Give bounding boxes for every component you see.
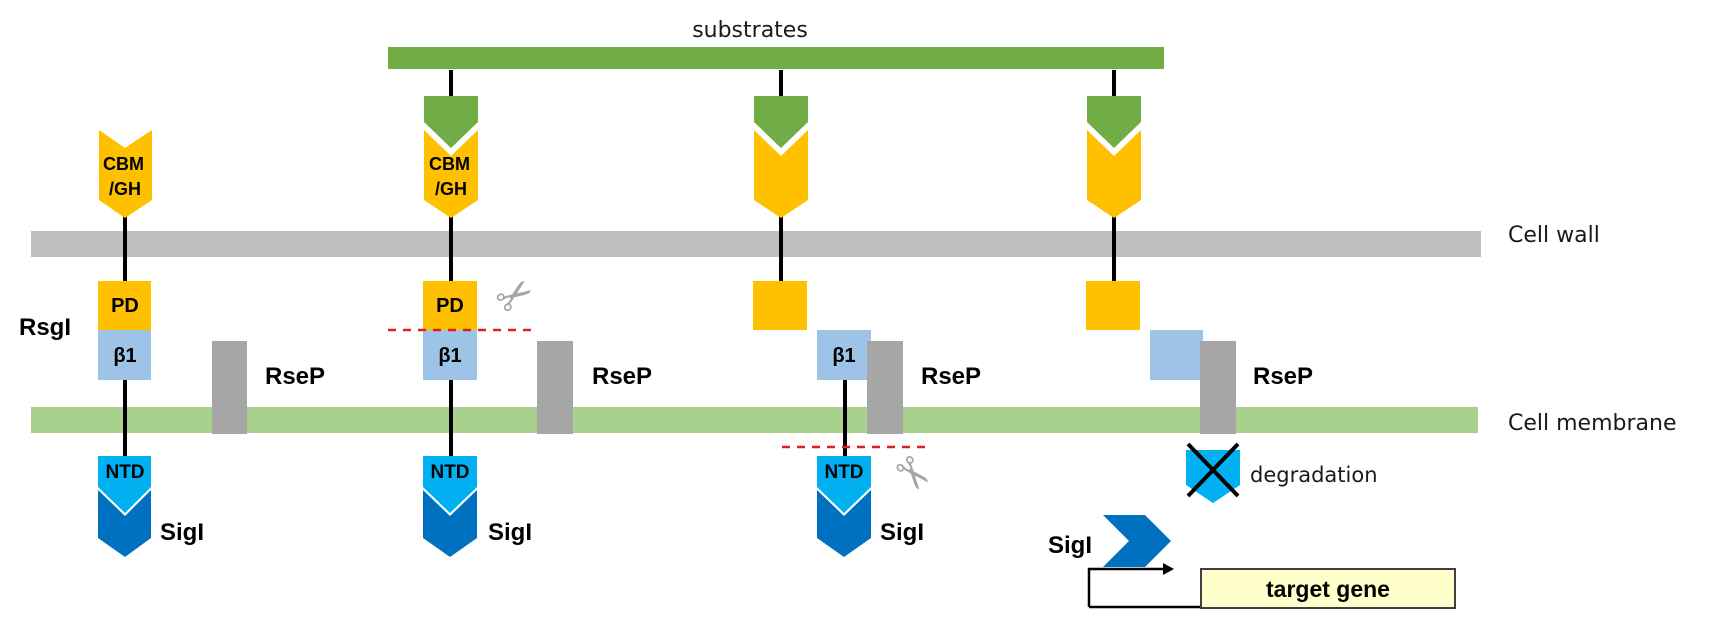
rsep-protease [212, 341, 247, 434]
cbm-gh-domain [99, 130, 152, 218]
degradation-label: degradation [1250, 463, 1378, 487]
ntd-label: NTD [105, 462, 144, 483]
ntd-domain [423, 456, 477, 513]
cbm-label-line2: /GH [435, 179, 467, 199]
sigi-label: SigI [160, 519, 204, 546]
substrates-label: substrates [692, 18, 808, 43]
cbm-label: CBM /GH [103, 154, 149, 199]
beta1-domain [423, 330, 477, 380]
state-site2-cleavage: β1 RseP ✂ NTD SigI [753, 70, 981, 557]
pd-domain [753, 281, 807, 330]
scissors-icon: ✂ [881, 444, 944, 505]
rsep-label: RseP [265, 363, 325, 390]
substrate-bar [388, 47, 1164, 69]
state-substrate-bound: CBM /GH PD β1 ✂ NTD SigI RseP [388, 70, 652, 557]
beta1-domain [98, 330, 151, 380]
rsgi-label: RsgI [19, 314, 71, 341]
rsep-label: RseP [592, 363, 652, 390]
cbm-gh-domain [754, 130, 808, 218]
beta1-domain [817, 330, 871, 380]
pd-label: PD [436, 295, 464, 317]
rsep-protease [537, 341, 573, 434]
rsep-protease [1200, 341, 1236, 434]
sigi-domain [423, 490, 477, 557]
rsep-label: RseP [921, 363, 981, 390]
ntd-domain [98, 456, 151, 513]
substrate-binding-domain [1087, 96, 1141, 148]
promoter-arrowhead [1163, 563, 1174, 575]
rsep-protease [867, 341, 903, 434]
cbm-label-line2: /GH [109, 179, 141, 199]
cbm-label: CBM /GH [429, 154, 475, 199]
ntd-domain [817, 456, 871, 513]
cbm-label-line1: CBM [429, 154, 470, 174]
substrate-binding-domain [424, 96, 478, 148]
cbm-gh-domain [424, 130, 478, 218]
sigi-domain [817, 490, 871, 557]
sigi-label: SigI [488, 519, 532, 546]
cbm-label-line1: CBM [103, 154, 144, 174]
promoter-line [1087, 567, 1166, 607]
degraded-ntd-domain [1186, 450, 1240, 503]
target-gene-label: target gene [1266, 576, 1390, 602]
pd-domain [98, 281, 151, 330]
pd-domain [1086, 281, 1140, 330]
ntd-label: NTD [430, 462, 469, 483]
cell-wall-bar [31, 231, 1481, 257]
ntd-label: NTD [824, 462, 863, 483]
state-resting: CBM /GH PD β1 NTD SigI RseP [98, 130, 325, 557]
pd-label: PD [111, 295, 139, 317]
pd-domain [423, 281, 477, 330]
beta1-label: β1 [832, 345, 855, 367]
cell-membrane-label: Cell membrane [1508, 411, 1676, 436]
state-release: RseP degradation SigI target gene [1048, 70, 1456, 609]
degradation-cross-icon [1186, 442, 1240, 498]
cross-stroke-2 [1186, 442, 1240, 498]
scissors-icon: ✂ [486, 265, 545, 328]
sigi-label: SigI [880, 519, 924, 546]
svg-text:✂: ✂ [486, 265, 545, 328]
free-sigi-label: SigI [1048, 532, 1092, 559]
target-gene-box [1200, 568, 1456, 609]
cell-wall-label: Cell wall [1508, 223, 1600, 248]
beta1-domain [1150, 330, 1203, 380]
free-sigi-factor [1103, 515, 1171, 567]
rsep-label: RseP [1253, 363, 1313, 390]
svg-text:✂: ✂ [881, 444, 944, 505]
cell-membrane-bar [31, 407, 1478, 433]
cbm-gh-domain [1087, 130, 1141, 218]
beta1-label: β1 [113, 345, 136, 367]
sigi-domain [98, 490, 151, 557]
beta1-label: β1 [438, 345, 461, 367]
substrate-binding-domain [754, 96, 808, 148]
